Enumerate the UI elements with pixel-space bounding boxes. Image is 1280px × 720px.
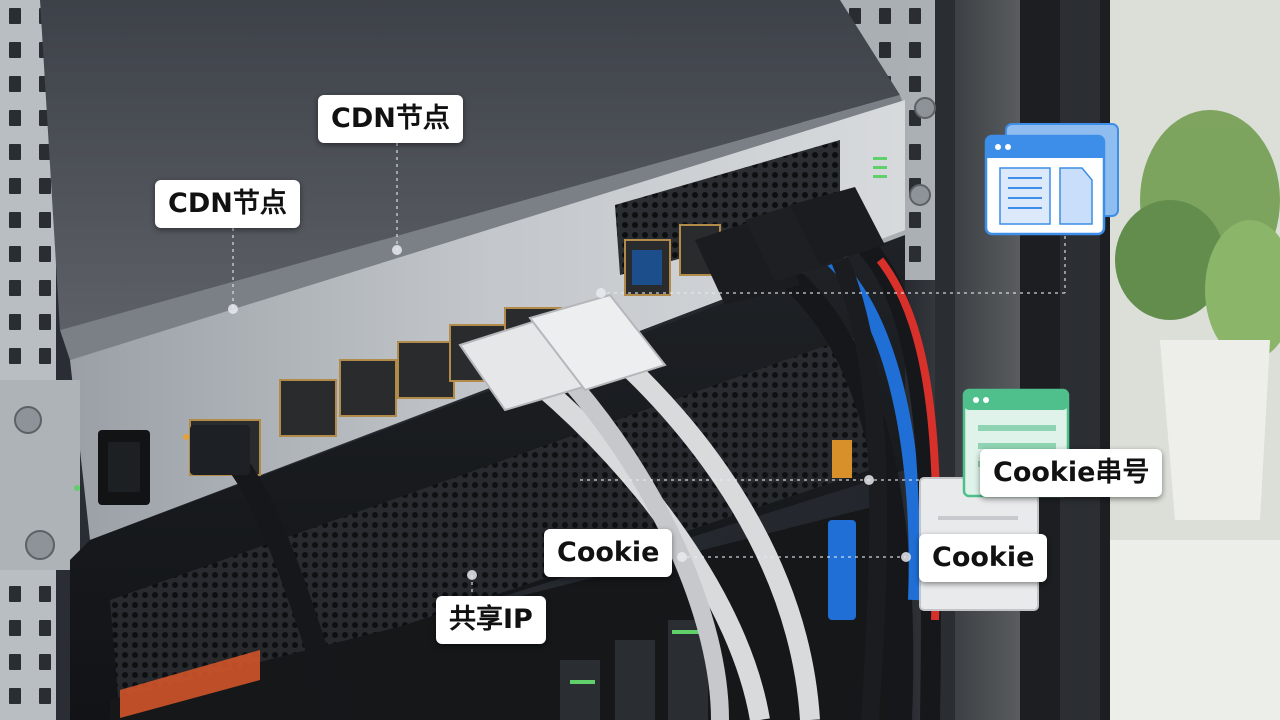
shared-ip-label: 共享IP: [436, 596, 546, 644]
leader-dot-cookie-serial: [864, 475, 874, 485]
cdn-node-label-upper: CDN节点: [318, 95, 463, 143]
cookie-serial-label: Cookie串号: [980, 449, 1163, 497]
leader-dot-browser: [596, 288, 606, 298]
leader-dot-shared-ip: [467, 570, 477, 580]
leader-dot-cdn-lower: [228, 304, 238, 314]
leader-dot-cookie-center: [677, 552, 687, 562]
cookie-label-right: Cookie: [919, 534, 1048, 582]
cdn-node-label-lower: CDN节点: [155, 180, 300, 228]
leader-dot-cookie-right: [901, 552, 911, 562]
leader-dot-cdn-upper: [392, 245, 402, 255]
cookie-label-center: Cookie: [544, 529, 673, 577]
browser-windows-icon: [984, 123, 1119, 236]
